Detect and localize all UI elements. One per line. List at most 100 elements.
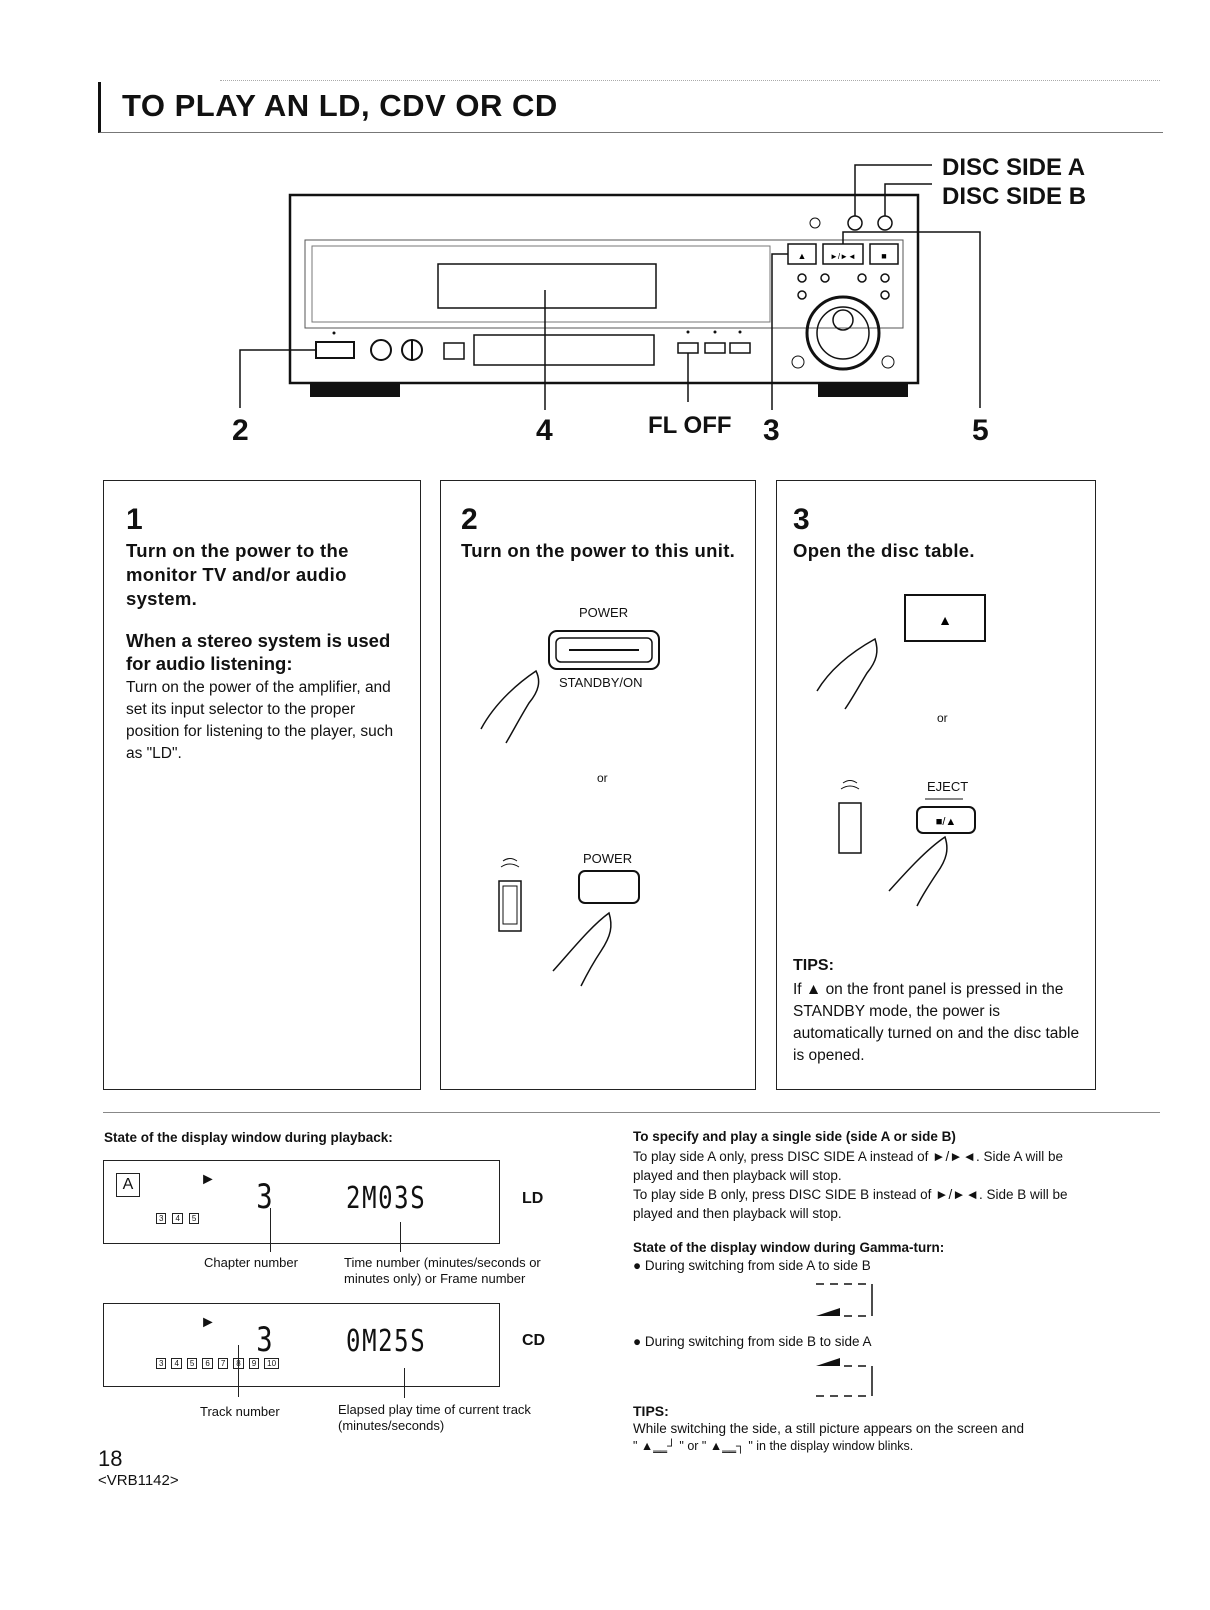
side-tips-line-2: " ▲‗‗┘ " or " ▲‗‗┐ " in the display wind… xyxy=(633,1439,914,1453)
callout-fl-off: FL OFF xyxy=(648,412,732,439)
finger-icon-remote xyxy=(552,911,612,987)
callout-2: 2 xyxy=(232,414,249,447)
callout-disc-side-a: DISC SIDE A xyxy=(942,154,1086,181)
chapter-indicators: 3 4 5 xyxy=(156,1213,200,1224)
track-caption: Track number xyxy=(200,1404,280,1419)
step-2-or: or xyxy=(597,771,608,785)
callout-disc-side-b: DISC SIDE B xyxy=(942,183,1087,210)
chapter-digit: 3 xyxy=(256,1177,275,1217)
doc-code: <VRB1142> xyxy=(98,1472,179,1489)
step-2-panel: 2 Turn on the power to this unit. POWER … xyxy=(440,480,756,1090)
step-2-heading: Turn on the power to this unit. xyxy=(461,540,736,561)
ld-tag: LD xyxy=(522,1190,544,1207)
callout-3: 3 xyxy=(763,414,780,447)
step-3-heading: Open the disc table. xyxy=(793,540,975,561)
leader-track xyxy=(238,1345,239,1397)
step-3-tips-body: If ▲ on the front panel is pressed in th… xyxy=(793,981,1080,1064)
section-divider xyxy=(103,1112,1160,1113)
disc-side-b-button xyxy=(877,215,893,231)
time-caption: Time number (minutes/seconds or minutes … xyxy=(344,1255,541,1286)
finger-icon xyxy=(480,669,540,744)
title-rule xyxy=(98,82,1163,133)
step-2-number: 2 xyxy=(461,503,478,536)
step-3-number: 3 xyxy=(793,503,810,536)
player-foot-right xyxy=(818,383,908,397)
jog-dial xyxy=(805,295,881,371)
side-indicator: A xyxy=(116,1173,140,1197)
eject-icon: ▲ xyxy=(938,612,952,628)
play-indicator-icon: ► xyxy=(200,1314,216,1331)
callout-5: 5 xyxy=(972,414,989,447)
gamma-heading: State of the display window during Gamma… xyxy=(633,1240,945,1255)
step-3-tips-title: TIPS: xyxy=(793,957,834,974)
leader-2 xyxy=(239,349,316,408)
leader-3 xyxy=(771,253,788,410)
elapsed-caption: Elapsed play time of current track (minu… xyxy=(338,1402,531,1433)
player-body xyxy=(288,193,920,385)
eject-label: EJECT xyxy=(927,779,969,794)
gamma-turn-display-icons xyxy=(816,1283,873,1397)
page-number: 18 xyxy=(98,1446,123,1471)
step-3-illustration: ▲ ■/▲ xyxy=(816,594,986,907)
step-3-or: or xyxy=(937,711,948,725)
svg-text:▲: ▲ xyxy=(798,251,807,261)
side-section-heading: To specify and play a single side (side … xyxy=(633,1129,956,1144)
track-indicators: 3 4 5 6 7 8 9 10 xyxy=(156,1358,280,1369)
power-label-remote: POWER xyxy=(583,851,633,866)
track-digit: 3 xyxy=(256,1320,275,1360)
remote-signal-icon xyxy=(500,858,520,868)
disc-tray-frame xyxy=(304,239,904,329)
leader-5 xyxy=(842,231,981,408)
gamma-b-to-a: ● During switching from side B to side A xyxy=(633,1334,872,1349)
gamma-a-to-b: ● During switching from side A to side B xyxy=(633,1258,871,1273)
fl-display-window xyxy=(473,334,655,366)
power-button xyxy=(315,341,355,359)
callout-4: 4 xyxy=(536,414,553,447)
stop-button xyxy=(869,243,899,265)
remote-control-icon xyxy=(838,802,862,854)
svg-text:■/▲: ■/▲ xyxy=(936,816,957,828)
step-1-subheading: When a stereo system is used for audio l… xyxy=(126,630,391,674)
side-tips-title: TIPS: xyxy=(633,1403,669,1419)
player-front-panel-diagram: ▲ ►/►◄ ■ xyxy=(239,164,981,410)
phones-jack xyxy=(370,339,392,361)
page-title: TO PLAY AN LD, CDV OR CD xyxy=(122,88,558,123)
leader-time xyxy=(400,1222,401,1252)
cd-display-window: ► 3 0M25S 3 4 5 6 7 8 9 10 xyxy=(103,1303,500,1387)
fl-off-button xyxy=(677,342,699,354)
remote-power-button xyxy=(578,870,640,904)
step-1-heading: Turn on the power to the monitor TV and/… xyxy=(126,540,349,609)
finger-icon xyxy=(816,637,878,710)
svg-text:►/►◄: ►/►◄ xyxy=(830,252,856,261)
time-readout: 2M03S xyxy=(346,1181,427,1216)
side-tips-line-1: While switching the side, a still pictur… xyxy=(633,1421,1024,1436)
disc-side-a-button xyxy=(847,215,863,231)
top-dotted-rule xyxy=(220,80,1160,81)
step-1-number: 1 xyxy=(126,503,143,536)
front-eject-button xyxy=(904,594,986,642)
chapter-caption: Chapter number xyxy=(204,1255,298,1270)
remote-eject-button xyxy=(916,806,976,834)
step-1-panel: 1 Turn on the power to the monitor TV an… xyxy=(103,480,421,1090)
standby-on-label: STANDBY/ON xyxy=(559,675,643,690)
play-indicator-icon: ► xyxy=(200,1171,216,1188)
disc-tray-slot xyxy=(437,263,657,309)
ld-display-window: A ► 3 2M03S 3 4 5 xyxy=(103,1160,500,1244)
side-b-paragraph: To play side B only, press DISC SIDE B i… xyxy=(633,1187,1068,1221)
power-label-top: POWER xyxy=(579,605,629,620)
side-a-paragraph: To play side A only, press DISC SIDE A i… xyxy=(633,1149,1064,1183)
cd-tag: CD xyxy=(522,1332,546,1349)
step-2-illustration xyxy=(480,630,660,987)
leader-chapter xyxy=(270,1208,271,1252)
svg-text:■: ■ xyxy=(881,251,886,261)
finger-icon-remote xyxy=(888,835,948,907)
time-readout: 0M25S xyxy=(346,1324,427,1359)
leader-disc-side-b xyxy=(884,183,932,216)
step-3-panel: 3 Open the disc table. or EJECT ▲ ■/▲ TI… xyxy=(776,480,1096,1090)
standby-on-button xyxy=(548,630,660,670)
step-1-body: Turn on the power of the amplifier, and … xyxy=(126,679,394,762)
player-foot-left xyxy=(310,383,400,397)
remote-signal-icon xyxy=(840,780,860,790)
leader-elapsed xyxy=(404,1368,405,1398)
remote-control-icon xyxy=(498,880,522,932)
